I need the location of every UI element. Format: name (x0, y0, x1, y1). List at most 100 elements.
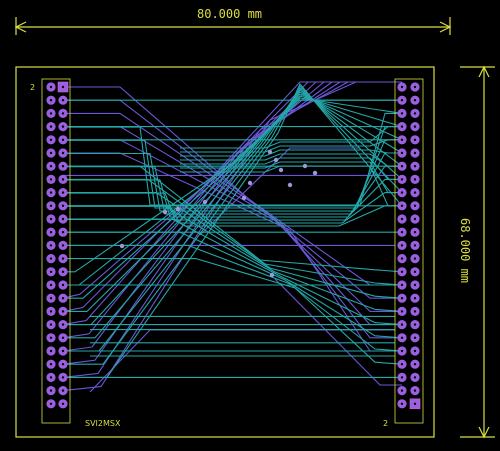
front-copper-track (63, 218, 403, 326)
pad-drill-hole (413, 402, 417, 405)
pad-drill-hole (49, 376, 53, 379)
pad-drill-hole (413, 389, 417, 392)
via (278, 167, 284, 173)
pad-drill-hole (400, 257, 404, 260)
pad-drill-hole (61, 244, 65, 247)
pad-drill-hole (49, 363, 53, 366)
front-copper-track (63, 205, 403, 312)
pad-drill-hole (61, 389, 65, 392)
pad-drill-hole (413, 85, 417, 89)
pad-drill-hole (61, 349, 65, 353)
pad-drill-hole (413, 231, 417, 234)
back-copper-track (199, 147, 360, 236)
pad-drill-hole (400, 363, 404, 366)
pad-drill-hole (61, 231, 65, 234)
pad-drill-hole (413, 165, 417, 168)
pad-drill-hole (49, 112, 53, 115)
pad-drill-hole (49, 231, 53, 234)
pad-drill-hole (61, 151, 65, 155)
via (119, 243, 125, 249)
pad-drill-hole (61, 99, 65, 102)
front-copper-track (63, 112, 402, 206)
back-copper-track (89, 329, 395, 393)
front-copper-track (63, 231, 403, 339)
front-copper-track (63, 178, 403, 286)
width-dimension-label: 80.000 mm (197, 7, 262, 21)
pad-drill-hole (413, 363, 417, 366)
back-copper-track (274, 278, 402, 386)
front-copper-track (63, 85, 403, 365)
pad-drill-hole (413, 297, 417, 300)
pad-drill-hole (61, 85, 65, 89)
pad-drill-hole (49, 125, 53, 128)
pad-drill-hole (61, 125, 65, 128)
front-copper-track (63, 97, 403, 286)
front-copper-track (63, 89, 403, 339)
board-outline (15, 66, 435, 438)
pad-drill-hole (413, 283, 417, 287)
front-copper-track (63, 244, 403, 352)
pad-drill-hole (400, 336, 404, 339)
pad-drill-hole (413, 376, 417, 379)
pad-drill-hole (400, 99, 404, 102)
pad-drill-hole (61, 402, 65, 405)
pad-drill-hole (49, 244, 53, 247)
right-connector-outline (394, 78, 424, 424)
left-connector-outline (41, 78, 71, 424)
pad-drill-hole (49, 257, 53, 260)
pad-drill-hole (49, 191, 53, 194)
via (312, 170, 318, 176)
front-copper-track (180, 157, 402, 180)
via (241, 195, 247, 201)
pad-drill-hole (413, 244, 417, 247)
connector-pads (46, 81, 421, 410)
back-copper-track (62, 81, 402, 392)
back-copper-track (63, 112, 402, 312)
pad-drill-hole (49, 323, 53, 326)
pad-drill-hole (49, 165, 53, 168)
pad-drill-hole (413, 349, 417, 353)
front-copper-track (63, 83, 403, 378)
pad-drill-hole (49, 310, 53, 313)
board-name-label: SVI2MSX (85, 419, 121, 428)
pad-drill-hole (49, 283, 53, 287)
front-copper-tracks (63, 83, 403, 378)
front-copper-track (63, 93, 403, 312)
pad-drill-hole (49, 204, 53, 207)
via (175, 206, 181, 212)
pad-drill-hole (61, 204, 65, 207)
via (302, 163, 308, 169)
pad-drill-hole (61, 191, 65, 194)
pad-drill-hole (413, 323, 417, 326)
pad-drill-hole (413, 310, 417, 313)
pad-drill-hole (400, 402, 404, 405)
pad-drill-hole (413, 99, 417, 102)
pad-drill-hole (61, 336, 65, 339)
pad-drill-hole (400, 165, 404, 168)
pad-drill-hole (400, 151, 404, 155)
height-dimension (460, 65, 495, 439)
pad-drill-hole (400, 376, 404, 379)
pad-drill-hole (61, 297, 65, 300)
pad-drill-hole (49, 389, 53, 392)
height-dimension-label: 68.000 mm (458, 218, 472, 283)
pad-drill-hole (413, 178, 417, 181)
via (287, 182, 293, 188)
front-copper-track (63, 91, 403, 326)
pad-drill-hole (61, 257, 65, 260)
pad-drill-hole (413, 257, 417, 260)
back-copper-track (63, 99, 402, 299)
front-copper-track (63, 165, 402, 218)
pad-drill-hole (413, 138, 417, 141)
via (267, 149, 273, 155)
pad-drill-hole (49, 349, 53, 353)
via (269, 272, 275, 278)
pad-drill-hole (413, 125, 417, 128)
pad-drill-hole (61, 363, 65, 366)
pad-drill-hole (400, 297, 404, 300)
pad-drill-hole (413, 270, 417, 273)
pad-drill-hole (413, 204, 417, 207)
pad-drill-hole (413, 217, 417, 221)
